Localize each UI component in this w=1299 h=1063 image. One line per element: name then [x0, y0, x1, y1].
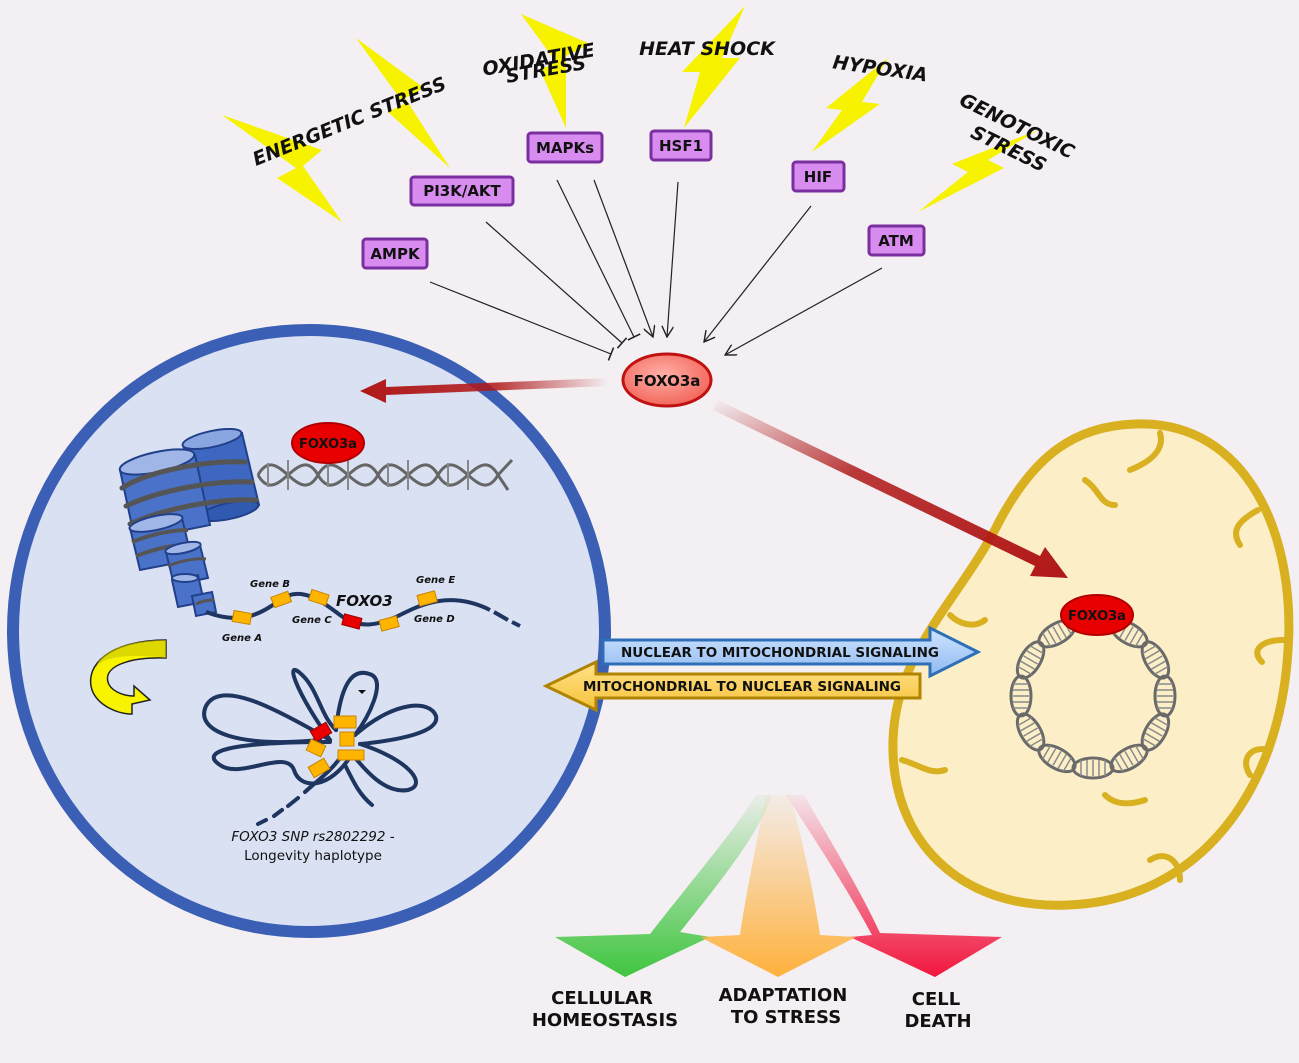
death-label-line1: CELL [912, 989, 960, 1010]
gene-c-label: Gene C [292, 615, 332, 626]
death-arrow [786, 795, 1002, 977]
foxo3-gene-label: FOXO3 [336, 592, 393, 610]
kinase-pi3k-akt-label: PI3K/AKT [423, 182, 501, 200]
homeostasis-label-line2: HOMEOSTASIS [532, 1010, 678, 1031]
kinase-hsf1-label: HSF1 [659, 137, 703, 155]
lightning-bolt-icon [356, 38, 450, 168]
death-label-line2: DEATH [904, 1011, 971, 1032]
gene-e-label: Gene E [416, 575, 455, 586]
mitochondrial-to-nuclear-label: MITOCHONDRIAL TO NUCLEAR SIGNALING [583, 679, 901, 695]
nucleosome-icon [118, 427, 261, 618]
foxo3a-nuclear: FOXO3a [291, 422, 365, 464]
lightning-bolt-icon [521, 14, 590, 128]
nuclear-to-mitochondrial-arrow: NUCLEAR TO MITOCHONDRIAL SIGNALING [601, 625, 982, 679]
kinase-atm-label: ATM [878, 232, 914, 250]
gene-strand [205, 588, 521, 632]
foxo3a-central-label: FOXO3a [634, 372, 701, 390]
hypoxia-label: HYPOXIA [831, 51, 929, 86]
foxo3a-nuclear-label: FOXO3a [299, 437, 357, 452]
gene-b-label: Gene B [250, 579, 290, 590]
adaptation-label-line1: ADAPTATION [719, 985, 848, 1006]
adaptation-arrow [700, 795, 856, 977]
foxo3a-central: FOXO3a [621, 352, 713, 408]
mitochondrial-to-nuclear-arrow: MITOCHONDRIAL TO NUCLEAR SIGNALING [542, 659, 922, 713]
kinase-mapks: MAPKs [526, 131, 604, 164]
kinase-mapks-label: MAPKs [536, 139, 594, 157]
lightning-bolt-icon [918, 130, 1038, 212]
snp-label-line2: Longevity haplotype [244, 848, 382, 864]
lightning-bolt-icon [222, 115, 342, 222]
foxo3a-mitochondrial: FOXO3a [1060, 594, 1134, 636]
chromatin-loop-icon [202, 668, 439, 826]
kinase-pi3k-akt: PI3K/AKT [409, 175, 515, 207]
dna-helix-icon [256, 458, 514, 491]
kinase-hsf1: HSF1 [649, 129, 713, 162]
kinase-ampk: AMPK [361, 237, 429, 270]
kinase-hif: HIF [791, 160, 846, 193]
gene-d-label: Gene D [414, 614, 455, 625]
adaptation-label-line2: TO STRESS [731, 1007, 841, 1028]
nuclear-translocation-arrow [360, 378, 608, 403]
homeostasis-label-line1: CELLULAR [551, 988, 653, 1009]
homeostasis-arrow [555, 795, 772, 977]
kinase-hif-label: HIF [804, 168, 832, 186]
foxo3a-mitochondrial-label: FOXO3a [1068, 609, 1126, 624]
nuclear-to-mitochondrial-label: NUCLEAR TO MITOCHONDRIAL SIGNALING [621, 645, 939, 661]
kinase-arrows [429, 179, 883, 361]
gene-a-label: Gene A [222, 633, 262, 644]
heat-shock-label: HEAT SHOCK [639, 38, 776, 60]
kinase-atm: ATM [867, 224, 926, 257]
snp-label-line1: FOXO3 SNP rs2802292 - [231, 829, 394, 845]
mitochondrial-translocation-arrow [713, 400, 1068, 578]
lightning-bolt-icon [682, 6, 745, 128]
lightning-bolt-icon [812, 58, 888, 152]
curved-arrow-icon [89, 639, 167, 715]
kinase-ampk-label: AMPK [370, 245, 421, 263]
